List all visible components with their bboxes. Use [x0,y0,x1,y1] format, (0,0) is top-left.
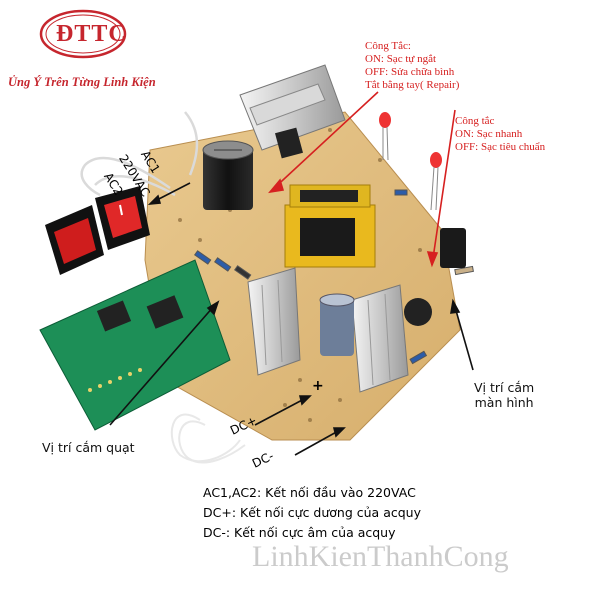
switch1-note-line: Tắt bằng tay( Repair) [365,79,460,91]
watermark: LinhKienThanhCong [252,540,509,573]
switch2-note-line: ON: Sạc nhanh [455,128,523,140]
rocker-switch-2 [95,186,150,250]
switch2-note-line: OFF: Sạc tiêu chuẩn [455,141,546,153]
screen-callout-line: màn hình [474,395,534,410]
legend-line: AC1,AC2: Kết nối đầu vào 220VAC [203,485,416,500]
fan-callout: Vị trí cắm quạt [42,440,135,455]
screen-callout: Vị trí cắm màn hình [474,380,534,410]
switch1-note: Công Tắc: ON: Sạc tự ngắt OFF: Sửa chữa … [365,40,459,92]
callout-arrows [109,182,474,456]
legend-line: DC+: Kết nối cực dương của acquy [203,505,421,520]
ribbon-cable [170,413,246,464]
blue-capacitor [319,293,355,356]
transformer [284,184,376,268]
lower-heatsinks [247,267,409,393]
switch-wires [80,111,199,197]
switch1-note-line: ON: Sạc tự ngắt [365,53,437,65]
small-capacitor [440,228,466,268]
switch2-note-line: Công tắc [455,115,495,127]
plus-sign: + [312,378,324,394]
display-board [39,259,231,431]
note-arrows [268,91,456,268]
switch1-note-line: Công Tắc: [365,40,411,52]
logo-emblem [39,9,127,59]
electrolytic-capacitor [202,140,254,210]
top-heatsink [239,64,346,159]
red-leds [379,112,442,211]
logo-text: ĐTTC [56,21,127,47]
rocker-switch-1 [45,205,104,275]
switch1-note-line: OFF: Sửa chữa bình [365,66,455,78]
brand-slogan: Ủng Ý Trên Từng Linh Kiện [8,75,156,89]
legend-line: DC-: Kết nối cực âm của acquy [203,525,396,540]
screen-callout-line: Vị trí cắm [474,380,535,395]
buzzer [404,298,432,326]
switch2-note: Công tắc ON: Sạc nhanh OFF: Sạc tiêu chu… [455,115,545,154]
